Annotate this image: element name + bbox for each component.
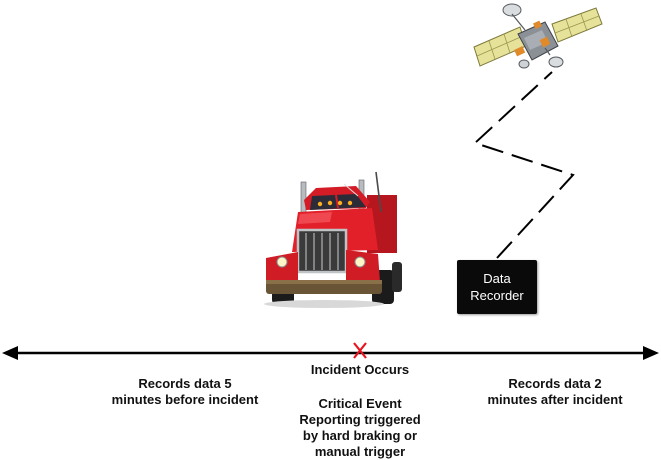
truck-icon [264,171,402,308]
data-recorder-label: Data Recorder [470,271,524,303]
before-incident-label: Records data 5 minutes before incident [111,376,259,407]
critical-event-label: Critical Event Reporting triggered by ha… [299,396,421,459]
signal-path [473,71,575,259]
incident-marker-icon [353,342,367,359]
incident-occurs-label: Incident Occurs [310,362,410,377]
after-incident-label: Records data 2 minutes after incident [487,376,623,407]
timeline-arrow [2,346,659,360]
satellite-icon [473,3,603,69]
data-recorder-box: Data Recorder [457,260,537,314]
